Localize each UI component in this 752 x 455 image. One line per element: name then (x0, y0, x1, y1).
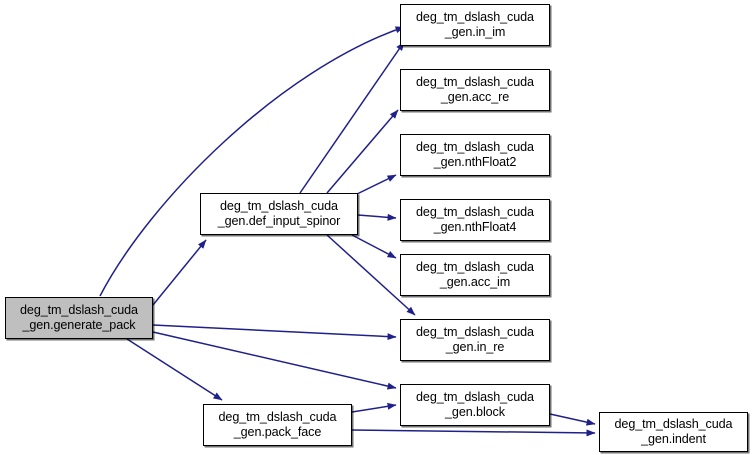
edge-pack_face-indent (351, 429, 596, 437)
node-pack-face[interactable]: deg_tm_dslash_cuda _gen.pack_face (203, 404, 352, 446)
edge-def_input_spinor-in_re (326, 234, 416, 316)
edge-def_input_spinor-acc_im (351, 234, 397, 259)
edge-generate_pack-block (152, 331, 397, 390)
edge-def_input_spinor-acc_re (326, 109, 399, 194)
node-in-im[interactable]: deg_tm_dslash_cuda _gen.in_im (400, 4, 550, 46)
node-nthfloat2[interactable]: deg_tm_dslash_cuda _gen.nthFloat2 (400, 134, 550, 176)
node-in-re[interactable]: deg_tm_dslash_cuda _gen.in_re (400, 319, 550, 361)
edge-def_input_spinor-nthFloat2 (354, 174, 397, 196)
node-def-input-spinor[interactable]: deg_tm_dslash_cuda _gen.def_input_spinor (200, 193, 358, 235)
edge-generate_pack-def_input_spinor (152, 239, 207, 306)
node-acc-im[interactable]: deg_tm_dslash_cuda _gen.acc_im (400, 254, 550, 296)
edge-pack_face-block (351, 402, 397, 413)
edge-generate_pack-in_re (152, 324, 397, 341)
edge-generate_pack-pack_face (126, 338, 223, 401)
edge-block-indent (549, 413, 596, 426)
node-acc-re[interactable]: deg_tm_dslash_cuda _gen.acc_re (400, 69, 550, 111)
edge-def_input_spinor-nthFloat4 (357, 213, 397, 221)
node-nthfloat4[interactable]: deg_tm_dslash_cuda _gen.nthFloat4 (400, 199, 550, 241)
edge-generate_pack-in_im (99, 26, 405, 297)
edge-def_input_spinor-in_im (299, 41, 405, 194)
node-generate-pack[interactable]: deg_tm_dslash_cuda _gen.generate_pack (5, 297, 153, 339)
node-indent[interactable]: deg_tm_dslash_cuda _gen.indent (599, 412, 748, 452)
node-block[interactable]: deg_tm_dslash_cuda _gen.block (400, 384, 550, 426)
